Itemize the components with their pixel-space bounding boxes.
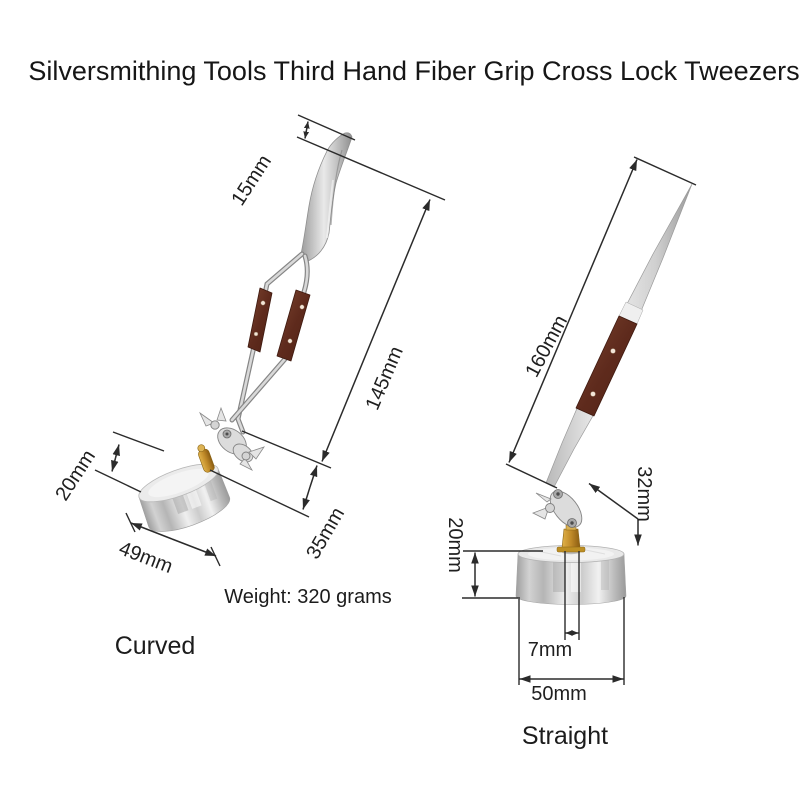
curved-clamp-assembly	[199, 406, 265, 471]
dim-label-clamp-height: 35mm	[302, 504, 349, 563]
pad-rivet	[253, 331, 259, 337]
straight-tweezers-figure: 160mm 32mm 20mm 7mm 50mm Straight	[444, 156, 697, 750]
straight-clamp-assembly	[532, 489, 586, 553]
fiber-grip-handle	[575, 315, 638, 417]
pad-rivet	[287, 338, 293, 344]
pad-rivet	[299, 304, 305, 310]
dim-label-tweezer-length: 145mm	[362, 343, 408, 413]
blade-highlight-line	[326, 179, 334, 239]
curved-brass-pin	[197, 444, 215, 473]
dim-label-tip-length: 15mm	[227, 151, 276, 210]
curved-tweezers-blade	[300, 132, 353, 262]
straight-weighted-base	[515, 545, 627, 605]
handle-rivet	[610, 348, 616, 354]
fiber-grip-pad-left	[247, 287, 273, 353]
wing-nut	[216, 406, 227, 422]
page-title: Silversmithing Tools Third Hand Fiber Gr…	[28, 56, 799, 86]
dim-label-clamp-height: 32mm	[633, 466, 655, 522]
pad-rivet	[260, 300, 266, 306]
curved-weighted-base	[138, 463, 231, 532]
wing-nut	[535, 492, 552, 503]
straight-brass-pin	[561, 528, 581, 549]
fiber-grip-pad-right	[276, 289, 311, 362]
handle-rivet	[590, 391, 596, 397]
dim-label-base-diameter: 50mm	[531, 683, 587, 705]
wing-nut	[199, 411, 215, 427]
weight-note: Weight: 320 grams	[224, 586, 392, 608]
straight-caption: Straight	[522, 722, 608, 750]
dim-label-base-height: 20mm	[444, 517, 466, 573]
dim-label-tweezer-length: 160mm	[521, 312, 572, 381]
wing-nut	[532, 506, 550, 520]
wing-nut	[239, 457, 254, 471]
dim-label-base-height: 20mm	[51, 446, 100, 505]
curved-caption: Curved	[115, 632, 196, 660]
curved-tweezers-figure: 15mm 145mm 35mm 20mm 49mm Weight: 320 gr…	[51, 114, 446, 660]
dim-label-base-diameter: 49mm	[116, 538, 176, 578]
dim-label-pin-width: 7mm	[528, 639, 572, 661]
wing-nut	[248, 446, 265, 460]
